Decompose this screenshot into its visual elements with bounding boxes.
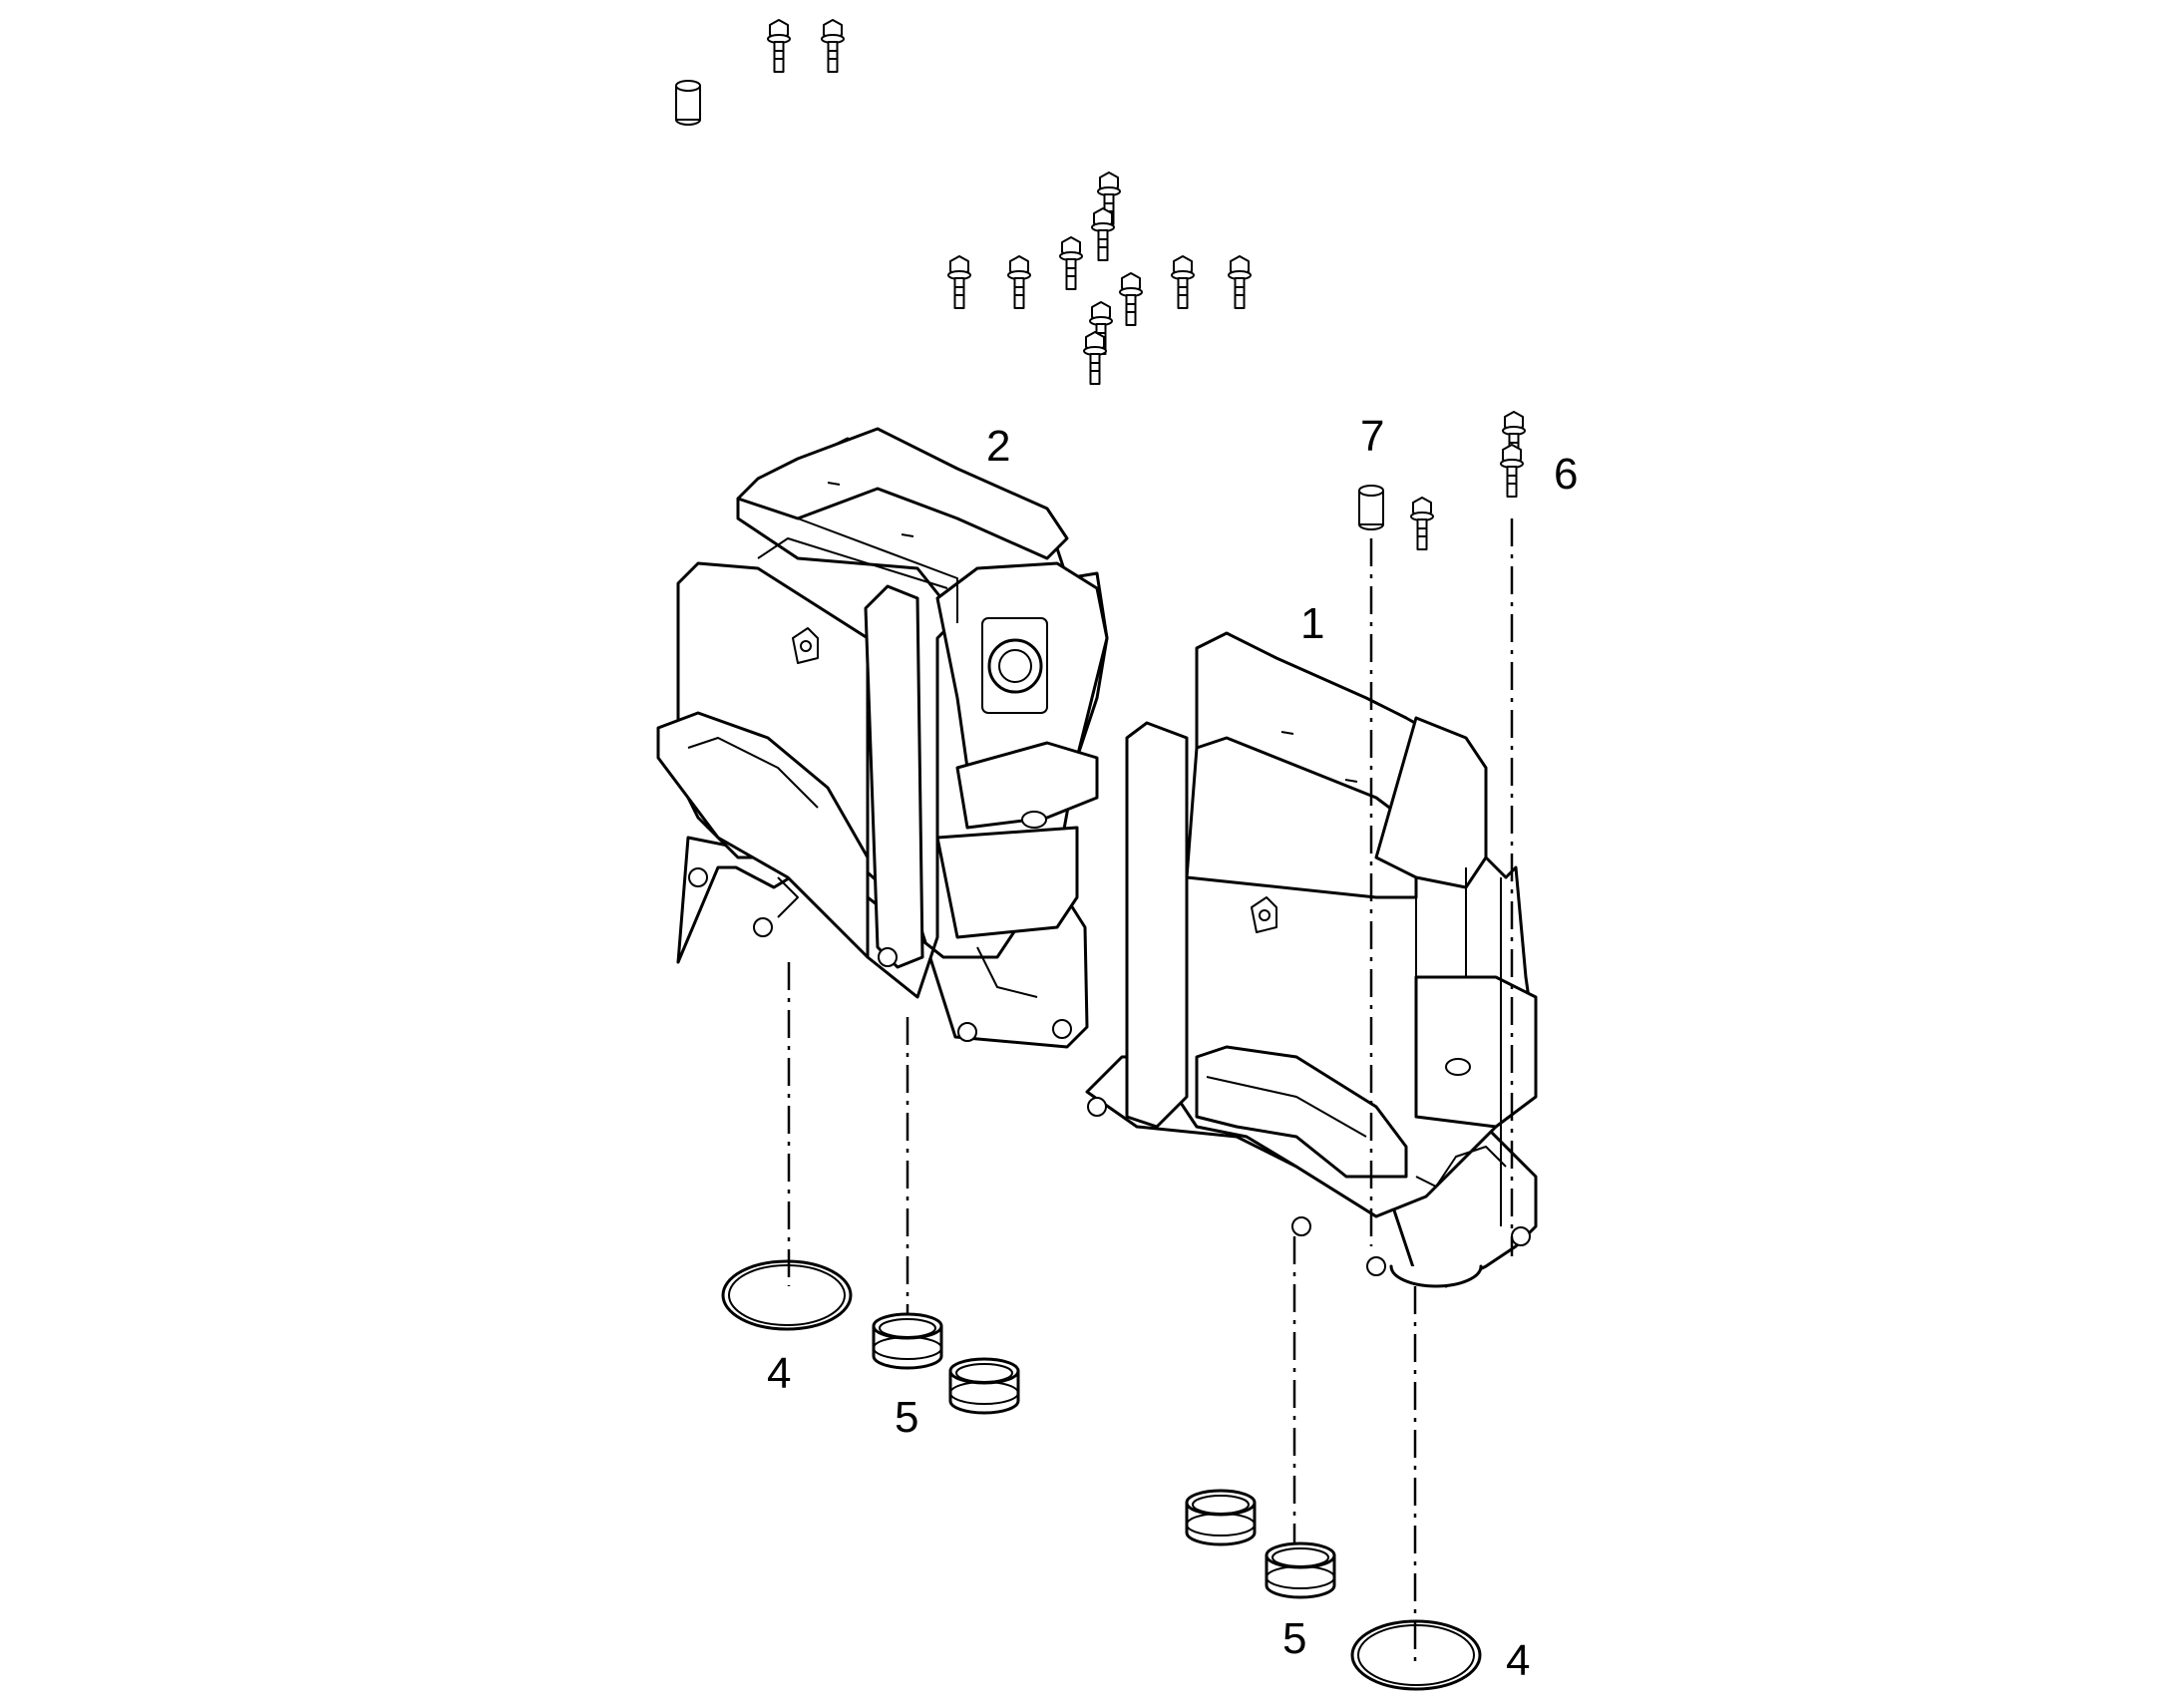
bolt-group xyxy=(947,171,1252,385)
callout-5-right: 5 xyxy=(1282,1614,1306,1663)
spacer-part-7 xyxy=(1358,485,1384,530)
callout-5-left: 5 xyxy=(895,1393,918,1442)
callout-2: 2 xyxy=(986,422,1010,471)
bolt-top-1 xyxy=(767,19,791,73)
sleeve-right-1 xyxy=(1185,1489,1257,1546)
callout-4-right: 4 xyxy=(1506,1636,1530,1685)
callout-1: 1 xyxy=(1300,599,1324,648)
callout-7: 7 xyxy=(1360,412,1384,461)
o-ring-left xyxy=(721,1259,853,1331)
callout-6: 6 xyxy=(1554,450,1578,499)
housing-right xyxy=(1085,631,1538,1288)
sleeve-left-2 xyxy=(948,1357,1020,1415)
spacer-top-left xyxy=(675,80,701,126)
assembly-centerlines xyxy=(787,518,1514,1665)
callout-4-left: 4 xyxy=(767,1349,791,1398)
sleeve-right-2 xyxy=(1265,1541,1336,1599)
bolts-part-6 xyxy=(1500,411,1526,498)
sleeve-left-1 xyxy=(872,1312,943,1370)
bolt-top-2 xyxy=(821,19,845,73)
housing-left xyxy=(656,427,1109,1049)
bolt-near-7 xyxy=(1410,497,1434,550)
